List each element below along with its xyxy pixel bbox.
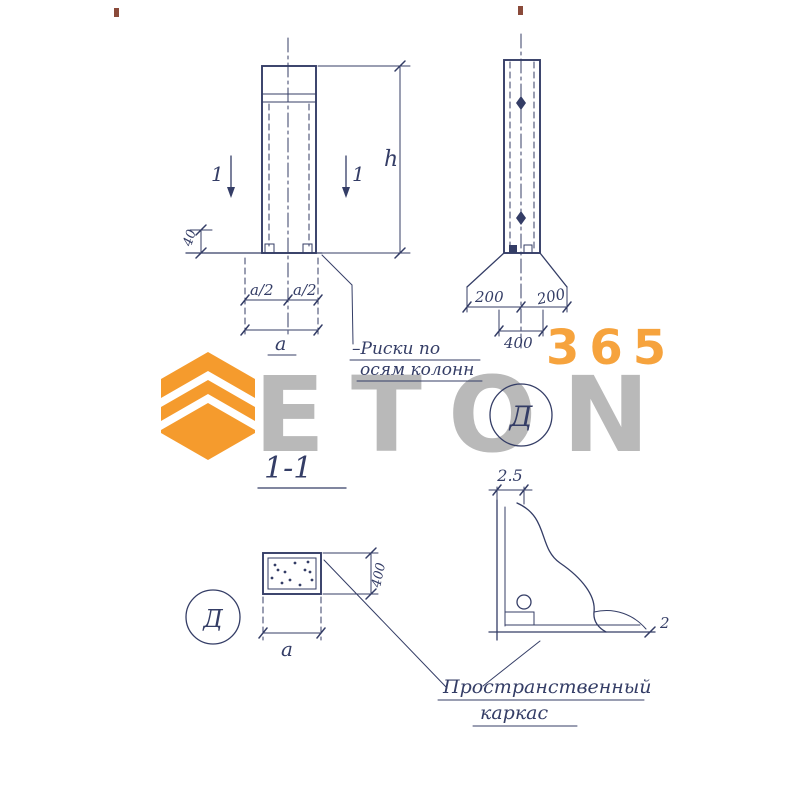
section-view: 1-1 400 (185, 451, 448, 689)
side-view: 200 200 400 Д (462, 33, 572, 447)
front-view-base-dims: a/2 a/2 a (240, 257, 323, 356)
watermark-logo-hexagon-icon (161, 352, 255, 460)
detail-note-line1: Пространственный (442, 676, 652, 698)
section-dim-400-label: 400 (369, 561, 389, 589)
watermark-brand: ETON (254, 354, 675, 476)
detail-dim-top: 2.5 (488, 466, 533, 507)
leader-from-detail (482, 640, 541, 687)
front-view-column-outline (261, 65, 317, 254)
section-title: 1-1 (257, 451, 347, 489)
detail-dim-right-label: 2 (659, 614, 670, 632)
embed-mark-lower (516, 211, 526, 225)
dim-half-a-left-label: a/2 (250, 281, 274, 299)
section-dim-400: 400 (322, 547, 389, 600)
detail-callout-circle-top: Д (489, 383, 553, 447)
dim-half-a-right-label: a/2 (293, 281, 317, 299)
watermark: 365 ETON (161, 320, 676, 476)
dim-400-label: 400 (503, 334, 533, 352)
scan-artifacts (114, 6, 523, 17)
front-view-axis-note: –Риски по осям колонн (349, 339, 483, 382)
section-dim-a: a (258, 596, 326, 661)
section-cross-section (262, 552, 322, 595)
section-dim-a-label: a (281, 637, 293, 661)
section-title-label: 1-1 (264, 451, 312, 486)
dim-200-right-label: 200 (534, 285, 567, 309)
weld-mark (516, 594, 532, 610)
dim-h-label: h (384, 147, 398, 172)
side-view-dim-400: 400 (494, 309, 548, 352)
detail-corner-geometry (488, 499, 656, 641)
detail-view: 2.5 2 Пространственный каркас (437, 466, 670, 727)
dim-40-label: 40 (180, 228, 200, 249)
section-cut-label-left: 1 (211, 162, 224, 186)
concrete-stipple (270, 560, 314, 587)
detail-callout-circle-bottom: Д (185, 589, 241, 645)
side-view-column-outline (503, 59, 541, 254)
leader-from-section (323, 559, 448, 689)
axis-note-line1: –Риски по (352, 339, 440, 359)
front-view-ground-line (185, 252, 354, 345)
embed-mark-upper (516, 96, 526, 110)
dim-a-label: a (275, 333, 286, 355)
detail-callout-letter-bottom: Д (202, 605, 223, 633)
front-view-dim-h: h (317, 60, 411, 259)
front-view: 1 1 h 40 (180, 37, 483, 382)
front-view-section-cut-marks: 1 1 (211, 155, 365, 198)
watermark-number: 365 (546, 320, 676, 376)
detail-note: Пространственный каркас (437, 676, 652, 727)
side-view-dim-200: 200 200 (462, 285, 572, 313)
detail-dim-right: 2 (644, 614, 670, 638)
section-cut-label-right: 1 (352, 162, 365, 186)
break-line (516, 502, 607, 633)
detail-dim-top-label: 2.5 (496, 466, 522, 485)
dim-200-left-label: 200 (474, 288, 504, 306)
detail-callout-letter-top: Д (508, 400, 534, 433)
front-view-dim-40: 40 (180, 224, 213, 259)
detail-note-line2: каркас (480, 702, 549, 724)
axis-note-line2: осям колонн (360, 360, 474, 380)
break-line-branch (593, 610, 647, 630)
